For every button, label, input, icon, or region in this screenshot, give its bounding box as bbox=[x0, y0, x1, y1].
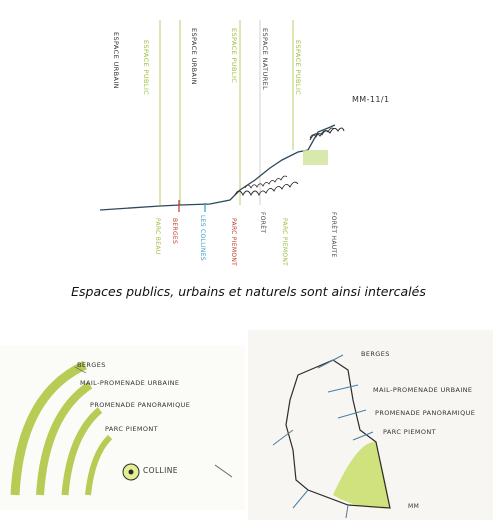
label-panoramique: PROMENADE PANORAMIQUE bbox=[90, 401, 190, 409]
vertical-label-2: ESPACE PUBLIC bbox=[142, 40, 150, 95]
vertical-label-3: ESPACE URBAIN bbox=[190, 28, 198, 85]
arc-berges bbox=[10, 360, 87, 496]
bottom-label-3: LES COLLINES bbox=[199, 215, 206, 261]
label-piemont: PARC PIEMONT bbox=[383, 428, 436, 436]
signature: MM bbox=[408, 503, 419, 510]
district-outline bbox=[285, 359, 391, 509]
vegetation-scribble bbox=[309, 127, 335, 139]
vertical-label-5: ESPACE NATUREL bbox=[261, 28, 269, 90]
arrow-4 bbox=[352, 431, 374, 441]
arrow-7 bbox=[345, 504, 349, 519]
arrow-1 bbox=[317, 354, 344, 369]
arc-piemont bbox=[85, 434, 113, 496]
bottom-label-1: PARC BEAU bbox=[154, 218, 161, 254]
vertical-label-4: ESPACE PUBLIC bbox=[230, 28, 238, 83]
small-arrow bbox=[214, 464, 233, 478]
arcs-sketch: BERGES MAIL-PROMENADE URBAINE PROMENADE … bbox=[0, 345, 245, 510]
signature: MM-11/18 bbox=[352, 95, 390, 104]
bottom-label-5: FORÊT bbox=[259, 212, 267, 233]
arrow-5 bbox=[272, 429, 294, 446]
arrow-3 bbox=[337, 409, 367, 419]
vertical-label-6: ESPACE PUBLIC bbox=[294, 40, 302, 95]
label-piemont: PARC PIEMONT bbox=[105, 425, 158, 433]
label-berges: BERGES bbox=[361, 350, 390, 358]
colline-dot bbox=[128, 469, 134, 475]
bottom-label-6: PARC PIEMONT bbox=[281, 218, 288, 266]
arrows bbox=[272, 354, 374, 519]
arrow-2 bbox=[327, 384, 359, 393]
bottom-label-2: BERGES bbox=[171, 218, 178, 244]
leader-line bbox=[74, 366, 87, 374]
hill-area bbox=[333, 441, 390, 509]
arc-panoramique bbox=[61, 407, 103, 496]
arc-mail bbox=[36, 381, 93, 496]
arrow-6 bbox=[292, 489, 309, 509]
bottom-label-4: PARC PIEMONT bbox=[230, 218, 237, 266]
label-berges: BERGES bbox=[77, 361, 106, 369]
vertical-label-1: ESPACE URBAIN bbox=[112, 32, 120, 89]
plan-sketch: BERGES MAIL-PROMENADE URBAINE PROMENADE … bbox=[248, 330, 493, 520]
label-panoramique: PROMENADE PANORAMIQUE bbox=[375, 409, 475, 417]
label-mail: MAIL-PROMENADE URBAINE bbox=[80, 379, 179, 387]
section-sketch: ESPACE URBAIN ESPACE PUBLIC ESPACE URBAI… bbox=[99, 20, 390, 266]
forest-cluster bbox=[309, 127, 345, 141]
label-colline: COLLINE bbox=[143, 466, 178, 475]
vegetation-scribble bbox=[234, 181, 299, 197]
hill-fill bbox=[303, 150, 328, 165]
label-mail: MAIL-PROMENADE URBAINE bbox=[373, 386, 472, 394]
vegetation-scribble bbox=[244, 175, 288, 189]
caption: Espaces publics, urbains et naturels son… bbox=[71, 284, 426, 299]
bottom-label-7: FORÊT HAUTE bbox=[330, 212, 338, 257]
terrain-line bbox=[99, 124, 336, 211]
